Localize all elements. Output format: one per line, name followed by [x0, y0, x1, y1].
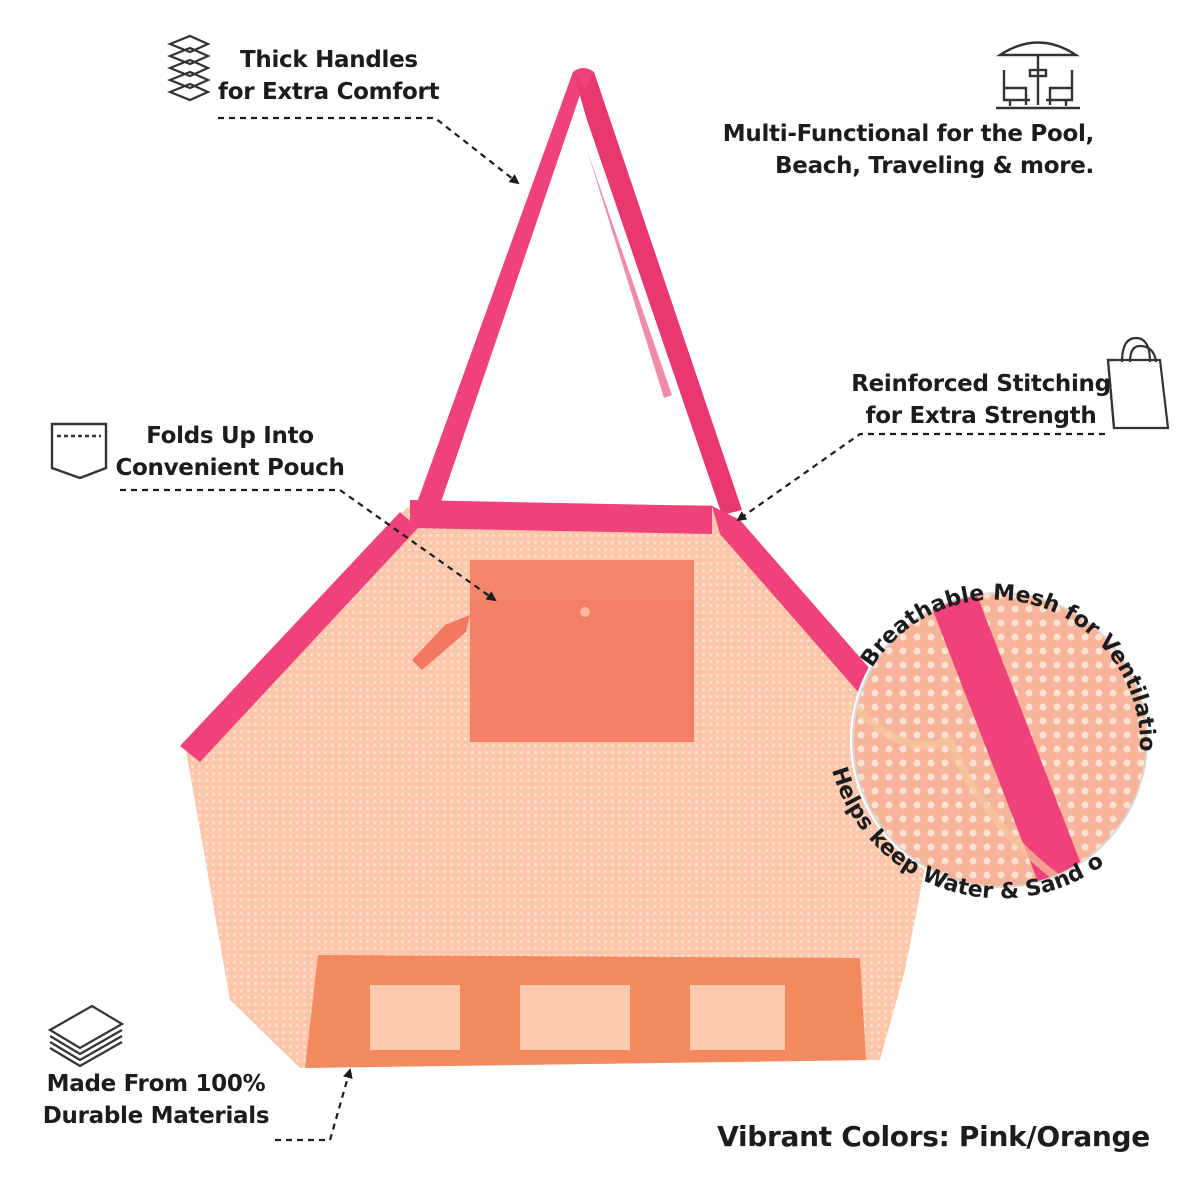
materials-line-2: Durable Materials — [42, 1103, 270, 1129]
pouch-callout: Folds Up Into Convenient Pouch — [110, 420, 350, 484]
materials-callout: Made From 100% Durable Materials — [34, 1068, 278, 1132]
layered-strap-icon — [167, 34, 211, 102]
multi-line-2: Beach, Traveling & more. — [775, 153, 1094, 179]
handles-line-1: Thick Handles — [240, 47, 418, 73]
stitching-line-2: for Extra Strength — [865, 403, 1097, 429]
stitching-line-1: Reinforced Stitching — [851, 371, 1111, 397]
materials-line-1: Made From 100% — [46, 1071, 266, 1097]
bag-handles — [418, 68, 742, 515]
handles-callout: Thick Handles for Extra Comfort — [218, 44, 440, 108]
handles-line-2: for Extra Comfort — [218, 79, 440, 105]
multi-line-1: Multi-Functional for the Pool, — [722, 121, 1095, 147]
pouch-line-1: Folds Up Into — [146, 423, 314, 449]
leader-lines — [120, 116, 1105, 1142]
mesh-bag — [180, 500, 946, 1068]
shopping-bag-icon — [1106, 336, 1170, 430]
vibrant-colors-caption: Vibrant Colors: Pink/Orange — [717, 1120, 1150, 1153]
multi-functional-callout: Multi-Functional for the Pool, Beach, Tr… — [700, 118, 1095, 182]
fabric-stack-icon — [47, 1004, 125, 1068]
beach-umbrella-chairs-icon — [995, 41, 1081, 110]
pouch-line-2: Convenient Pouch — [115, 455, 345, 481]
stitching-callout: Reinforced Stitching for Extra Strength — [850, 368, 1112, 432]
pocket-icon — [50, 422, 108, 480]
